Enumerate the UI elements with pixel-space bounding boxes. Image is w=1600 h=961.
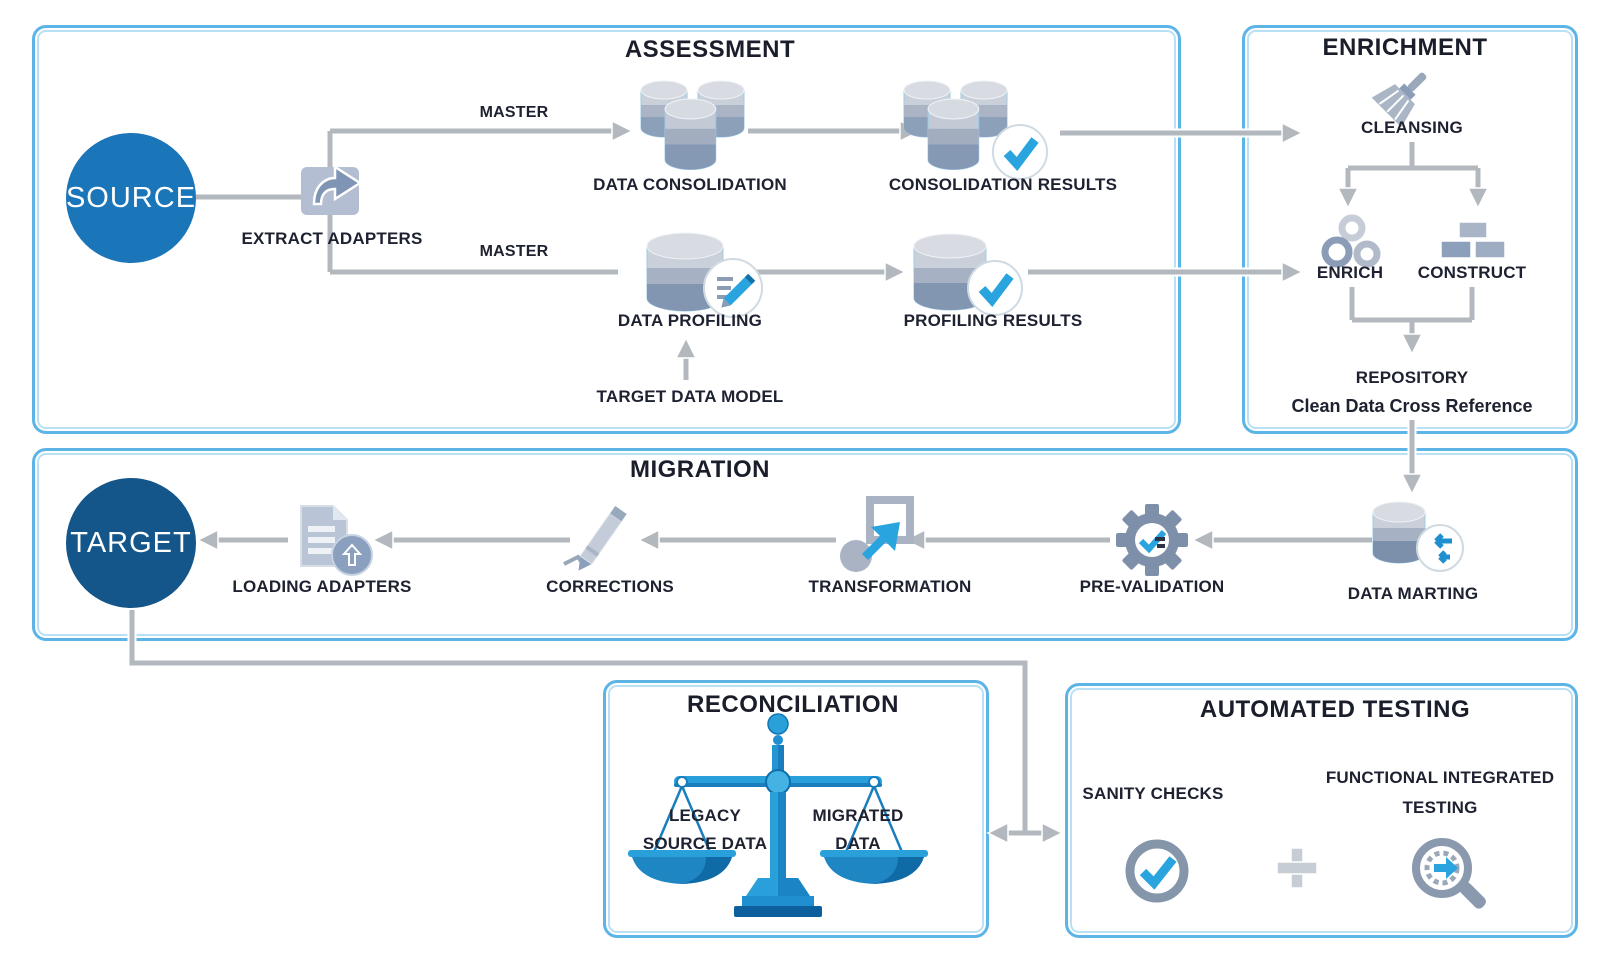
loading-adapters-label: LOADING ADAPTERS [232, 577, 412, 596]
transformation-icon [840, 496, 914, 572]
data-profiling-label: DATA PROFILING [617, 311, 763, 330]
sanity-check-icon [1125, 839, 1189, 903]
data-transfer-badge-icon [1416, 524, 1464, 572]
data-marting-icon [1372, 501, 1464, 572]
check-badge-icon [967, 260, 1023, 316]
repository-subtitle: Clean Data Cross Reference [1291, 396, 1533, 416]
data-consolidation-label: DATA CONSOLIDATION [593, 175, 787, 194]
extract-adapters-label: EXTRACT ADAPTERS [241, 229, 423, 248]
cleansing-label: CLEANSING [1361, 118, 1463, 137]
profiling-results-icon [913, 233, 1023, 316]
source-node: SOURCE [66, 133, 196, 263]
migration-box [32, 448, 1578, 641]
migrated-data-label-line2: DATA [835, 834, 881, 853]
flow-extract-bracket [327, 128, 618, 275]
legacy-source-data-label-line2: SOURCE DATA [642, 834, 768, 853]
sanity-checks-label: SANITY CHECKS [1082, 784, 1224, 803]
scale-strings [652, 785, 904, 853]
functional-integrated-testing-label-line2: TESTING [1402, 798, 1478, 817]
data-marting-label: DATA MARTING [1347, 584, 1479, 603]
assessment-title: ASSESSMENT [624, 36, 796, 63]
enrichment-title: ENRICHMENT [1322, 34, 1488, 61]
migration-title: MIGRATION [629, 456, 771, 483]
migrated-data-label-line1: MIGRATED [812, 806, 904, 825]
scale-pan-left [628, 850, 736, 884]
flow-target-to-testing [129, 610, 1050, 836]
consolidation-results-label: CONSOLIDATION RESULTS [888, 175, 1118, 194]
enrich-rings-icon [1320, 214, 1383, 270]
automated-testing-box [1065, 683, 1578, 938]
corrections-pencil-icon [563, 506, 627, 571]
data-consolidation-icon [640, 80, 745, 171]
target-data-model-label: TARGET DATA MODEL [596, 387, 784, 406]
pencil-badge-icon [703, 258, 763, 318]
flow-merge-to-repository [1349, 287, 1475, 342]
plus-icon [1276, 847, 1318, 889]
repository-label: REPOSITORY [1355, 368, 1469, 387]
master-label-bottom: MASTER [479, 243, 549, 260]
upload-badge-icon [331, 534, 373, 576]
legacy-source-data-label-line1: LEGACY [668, 806, 742, 825]
check-badge-icon [992, 124, 1048, 180]
pre-validation-label: PRE-VALIDATION [1079, 577, 1225, 596]
extract-adapters-icon [301, 164, 363, 215]
target-node: TARGET [66, 478, 196, 608]
transformation-label: TRANSFORMATION [808, 577, 972, 596]
functional-testing-magnifier-icon [1412, 838, 1486, 909]
flow-cleansing-split [1345, 142, 1481, 196]
data-profiling-icon [646, 232, 763, 318]
cleansing-brush-icon [1371, 72, 1427, 128]
construct-label: CONSTRUCT [1417, 263, 1527, 282]
arrowheads [196, 119, 1490, 845]
master-label-top: MASTER [479, 104, 549, 121]
balance-scale-icon [628, 713, 928, 917]
construct-bricks-icon [1440, 222, 1506, 259]
corrections-label: CORRECTIONS [546, 577, 674, 596]
scale-pan-right [820, 850, 928, 884]
reconciliation-title: RECONCILIATION [687, 691, 899, 718]
assessment-box [32, 25, 1181, 434]
automated-testing-title: AUTOMATED TESTING [1199, 696, 1471, 723]
consolidation-results-icon [903, 80, 1048, 180]
loading-adapters-icon [300, 505, 373, 576]
functional-integrated-testing-label-line1: FUNCTIONAL INTEGRATED [1325, 768, 1555, 787]
pre-validation-gear-icon [1116, 504, 1188, 576]
enrich-label: ENRICH [1316, 263, 1384, 282]
profiling-results-label: PROFILING RESULTS [903, 311, 1083, 330]
reconciliation-box [603, 680, 989, 938]
